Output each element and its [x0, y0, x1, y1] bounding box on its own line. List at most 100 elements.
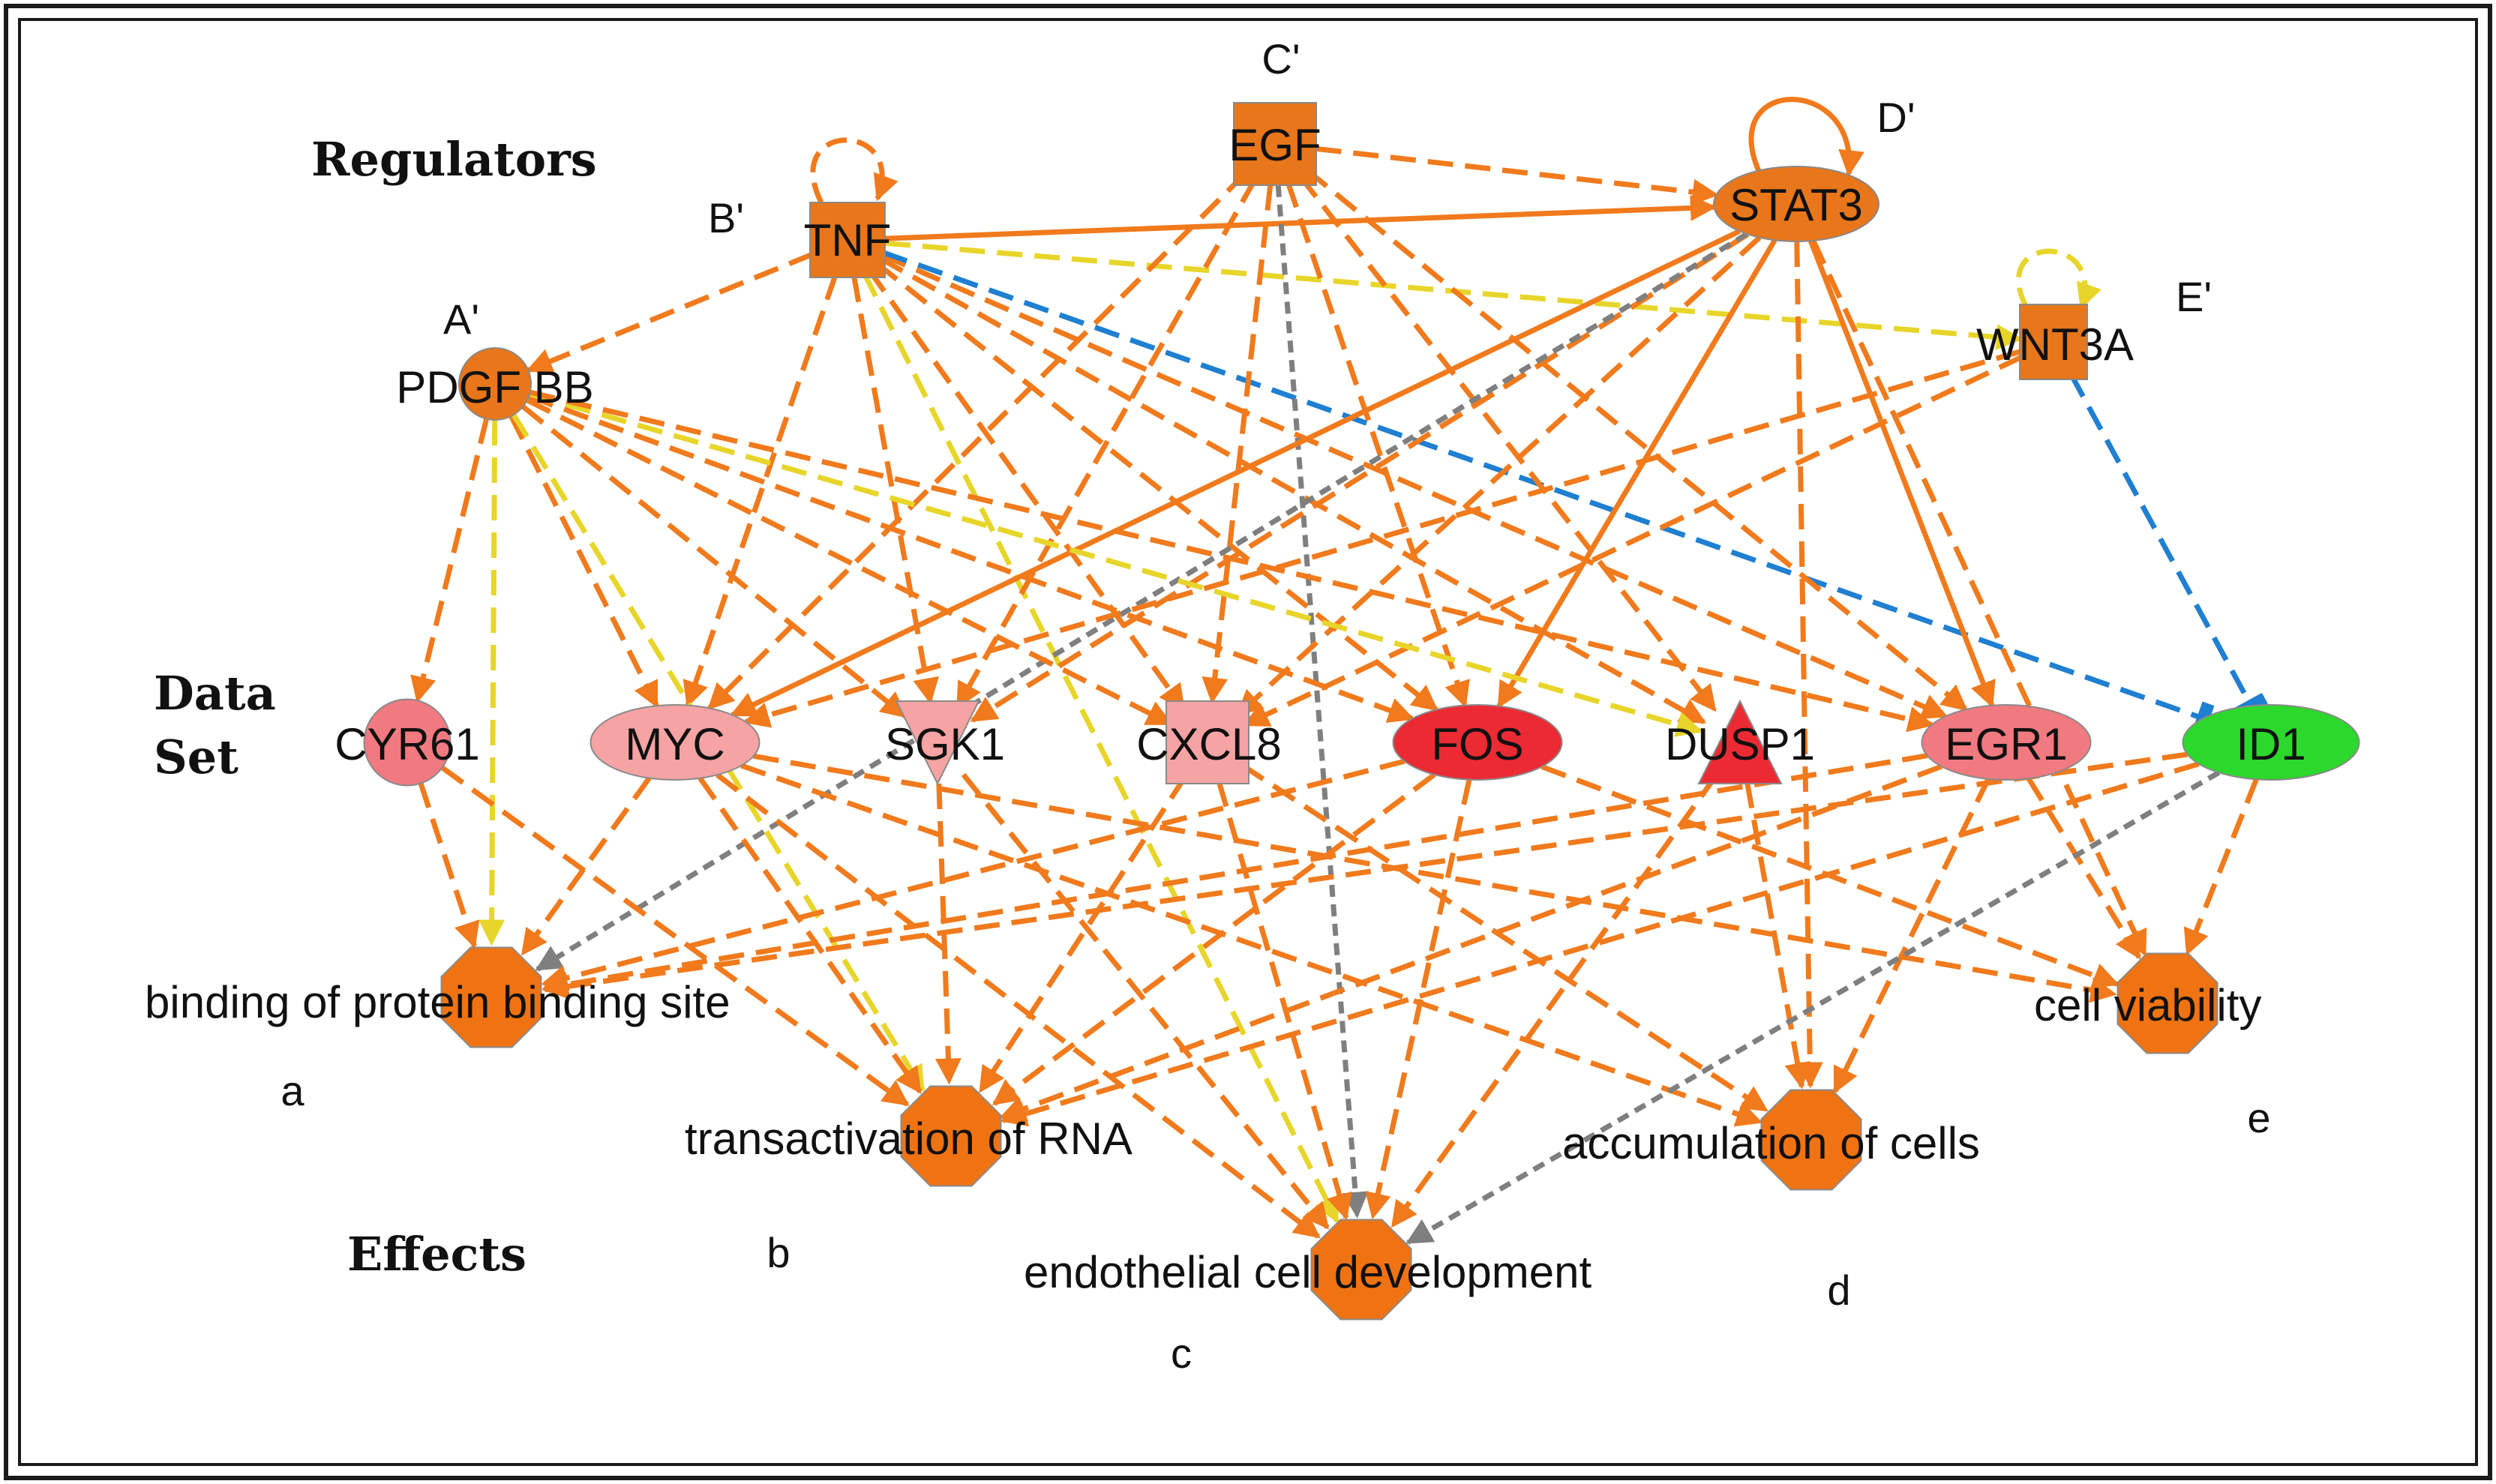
regulator-pdgf-tag: A'	[443, 295, 479, 343]
node-cxcl8-label: CXCL8	[1136, 719, 1281, 769]
edge-egr1-to-binding	[542, 753, 1928, 998]
node-cyr61-shape	[363, 698, 452, 787]
edge-egf-to-egr1	[1305, 168, 1969, 712]
effect-endo-tag: c	[1171, 1330, 1192, 1377]
edge-pdgf-to-sgk1	[521, 404, 908, 719]
edge-myc-to-endo	[716, 772, 1321, 1239]
edge-tnf-to-cxcl8	[867, 268, 1186, 712]
edge-tnf-to-pdgf	[526, 251, 814, 374]
edge-tnf-to-dusp1	[878, 256, 1707, 725]
node-id1-label: ID1	[2236, 719, 2306, 769]
node-fos-shape	[1392, 704, 1563, 781]
node-dusp1-shape	[1697, 699, 1783, 784]
node-stat3-label: STAT3	[1730, 180, 1863, 230]
edge-id1-to-binding	[542, 751, 2188, 1000]
node-dusp1-label: DUSP1	[1665, 719, 1815, 769]
edge-id1-to-viability	[2183, 778, 2259, 956]
section-regulators-heading: Regulators	[311, 132, 597, 187]
edge-stat3-to-accum	[1794, 241, 1823, 1089]
edge-pdgf-to-myc	[508, 415, 659, 709]
section-effects-heading: Effects	[347, 1227, 526, 1282]
node-endo-shape	[1310, 1219, 1412, 1321]
edge-egf-to-endo	[1275, 184, 1369, 1219]
self-loops-layer	[810, 97, 2102, 310]
effect-binding-tag: a	[280, 1067, 304, 1114]
edge-id1-to-transact	[1000, 761, 2200, 1127]
regulator-egf-tag: C'	[1262, 35, 1300, 82]
effect-transact-tag: b	[766, 1229, 790, 1276]
node-myc-label: MYC	[625, 719, 724, 769]
edge-myc-to-transact	[698, 776, 922, 1094]
edge-tnf-to-endo	[862, 272, 1340, 1224]
regulator-stat3-tag: D'	[1876, 94, 1915, 141]
node-viability-label: cell viability	[2034, 980, 2261, 1030]
edge-wnt3a-to-cxcl8	[1242, 354, 2024, 727]
edge-stat3-to-fos	[1496, 238, 1778, 709]
node-binding-shape	[440, 946, 542, 1048]
node-accum-label: accumulation of cells	[1562, 1118, 1980, 1168]
node-id1-shape	[2182, 704, 2360, 781]
edge-wnt3a-to-id1	[2068, 373, 2268, 719]
edge-id1-to-endo	[1406, 770, 2221, 1245]
edge-stat3-to-viability	[1810, 239, 2147, 957]
edge-cxcl8-to-accum	[1240, 763, 1768, 1113]
node-pdgf-label: PDGF BB	[396, 362, 593, 412]
effect-viability-tag: e	[2247, 1094, 2270, 1141]
edge-stat3-to-myc	[730, 229, 1741, 718]
node-stat3-shape	[1713, 166, 1880, 242]
node-wnt3a-label: WNT3A	[1976, 319, 2134, 370]
edge-egf-to-myc	[707, 171, 1248, 710]
wnt3a-self-loop	[2016, 248, 2102, 310]
node-endo-label: endothelial cell development	[1024, 1247, 1592, 1297]
node-sgk1-label: SGK1	[885, 719, 1005, 769]
edge-cxcl8-to-endo	[1216, 781, 1352, 1221]
regulator-tnf-tag: B'	[708, 194, 744, 241]
node-viability-shape	[2116, 952, 2218, 1054]
edges-layer	[410, 145, 2268, 1245]
node-egr1-label: EGR1	[1945, 719, 2067, 769]
node-binding-label: binding of protein binding site	[145, 977, 730, 1027]
edge-dusp1-to-endo	[1390, 774, 1718, 1228]
node-fos-label: FOS	[1431, 719, 1523, 769]
edge-egf-to-fos	[1286, 181, 1470, 708]
node-cxcl8-shape	[1166, 700, 1250, 784]
edge-myc-to-accum	[740, 763, 1763, 1127]
edge-sgk1-to-endo	[961, 772, 1330, 1230]
edge-stat3-to-binding	[535, 232, 1748, 972]
edge-tnf-to-fos	[874, 261, 1438, 712]
edge-cxcl8-to-transact	[978, 775, 1187, 1093]
node-accum-shape	[1760, 1089, 1862, 1191]
edge-tnf-to-myc	[682, 274, 838, 708]
edge-cyr61-to-transact	[440, 765, 910, 1107]
edge-pdgf-to-binding	[478, 419, 506, 946]
regulator-wnt3a-tag: E'	[2176, 273, 2212, 320]
node-egf-shape	[1233, 102, 1317, 186]
edge-cyr61-to-binding	[418, 782, 480, 949]
edge-myc-to-viability	[753, 753, 2117, 1003]
node-myc-shape	[590, 704, 760, 781]
outer-frame	[4, 4, 2492, 1480]
node-pdgf-shape	[458, 347, 532, 421]
edge-pdgf-to-egr1	[529, 389, 1935, 733]
section-data-set-heading-line2: Set	[154, 730, 238, 784]
edge-pdgf-to-dusp1	[529, 391, 1703, 737]
node-tnf-shape	[809, 202, 886, 278]
tnf-self-loop	[810, 137, 898, 204]
node-wnt3a-shape	[2019, 304, 2088, 380]
edge-pdgf-to-cyr61	[410, 418, 489, 703]
node-transact-label: transactivation of RNA	[685, 1114, 1132, 1164]
edge-myc-to-binding	[520, 776, 652, 956]
edge-egr1-to-accum	[1832, 778, 1991, 1094]
stat3-self-loop	[1748, 97, 1864, 177]
edge-egr1-to-transact	[999, 763, 1943, 1122]
inner-frame	[18, 18, 2478, 1466]
edge-egf-to-sgk1	[955, 178, 1258, 709]
node-transact-shape	[900, 1085, 1002, 1187]
edge-fos-to-transact	[992, 772, 1436, 1106]
effect-accum-tag: d	[1827, 1267, 1850, 1314]
edge-egf-to-cxcl8	[1202, 184, 1274, 704]
edge-sgk1-to-transact	[934, 783, 962, 1085]
node-sgk1-shape	[895, 700, 980, 786]
